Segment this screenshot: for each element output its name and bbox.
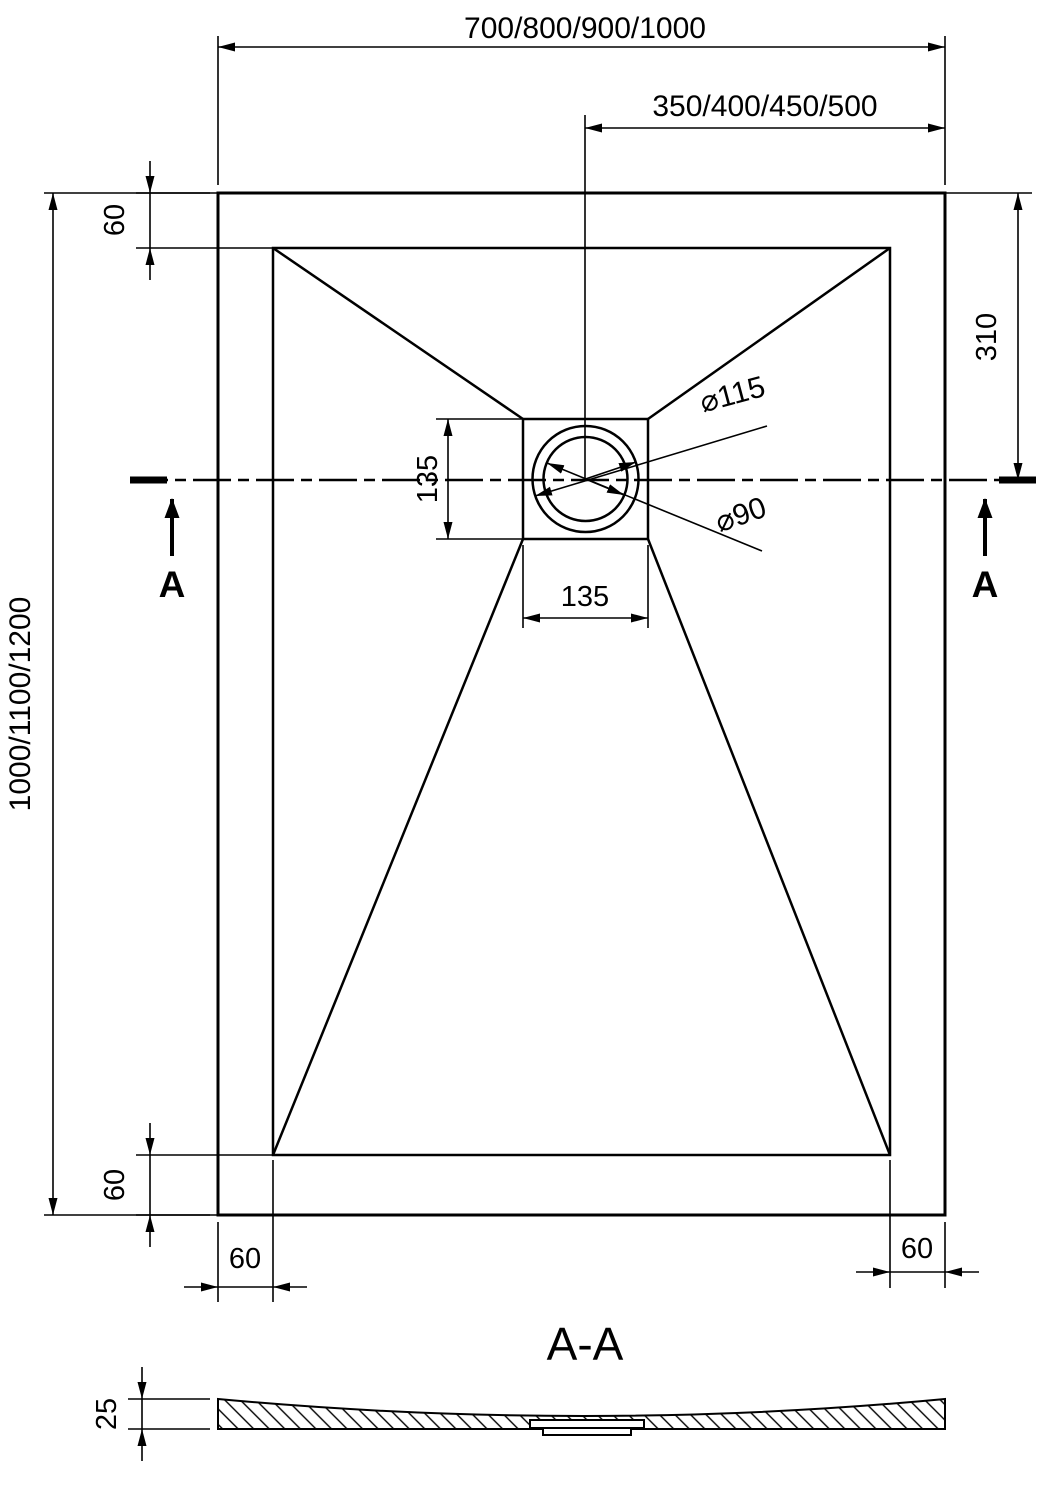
section-letter-left: A [159,564,186,605]
drain-inner-dia-label: ⌀90 [711,491,770,539]
callout-drain-outer-dia: ⌀115 [534,370,769,497]
dim-bottom-offset-label: 60 [99,1169,131,1201]
dim-overall-height-label: 1000/1100/1200 [4,597,37,812]
dim-bottom-left-offset-label: 60 [229,1243,261,1275]
dim-overall-width-label: 700/800/900/1000 [464,12,706,45]
section-letter-right: A [972,564,999,605]
section-plane: A A [130,476,1036,605]
dim-thickness: 25 [91,1367,210,1461]
dim-drain-from-top: 310 [945,192,1032,480]
tray-outer-edge [216,191,947,1217]
slope-fold-lines [271,246,892,1156]
dim-bottom-right-offset: 60 [856,1160,979,1288]
dim-bottom-left-offset: 60 [184,1160,307,1302]
drain-body-section [542,1427,632,1436]
tray-inner-edge [271,246,892,1157]
dim-thickness-label: 25 [91,1398,123,1430]
dim-drain-box-width-label: 135 [561,581,609,613]
drain-cover-section [529,1419,645,1429]
dim-drain-box-height-label: 135 [412,455,444,503]
dim-overall-height: 1000/1100/1200 [4,192,210,1216]
dim-drain-box-width: 135 [522,545,649,628]
dim-top-offset: 60 [99,161,273,280]
dim-bottom-right-offset-label: 60 [901,1233,933,1265]
tray-cross-section [217,1397,946,1430]
dim-overall-width: 700/800/900/1000 [217,12,946,185]
dim-half-width: 350/400/450/500 [585,90,945,133]
dim-top-offset-label: 60 [99,204,131,236]
dim-drain-from-top-label: 310 [971,313,1003,361]
tray-plan-view [216,115,947,1217]
dim-bottom-offset: 60 [99,1123,273,1247]
section-view: A-A 25 [91,1318,946,1461]
section-title: A-A [547,1318,624,1370]
dim-half-width-label: 350/400/450/500 [652,90,877,123]
dim-drain-box-height: 135 [412,418,523,540]
